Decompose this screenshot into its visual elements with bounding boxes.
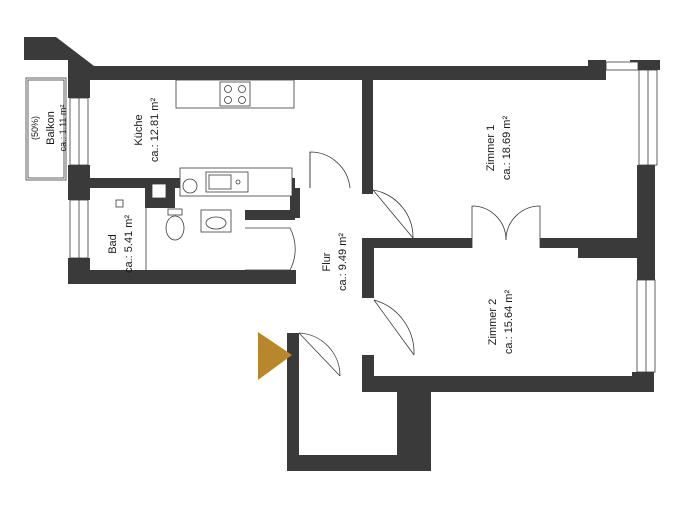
- stove-burner-icon: [224, 96, 232, 104]
- wall-zimmer1-mid-vertical: [362, 184, 373, 194]
- balkon-name: Balkon: [45, 111, 57, 145]
- wall-zimmer2-bottom: [368, 376, 654, 392]
- door-zimmer2: [373, 299, 415, 356]
- balcony-floor: [27, 79, 65, 179]
- wall-left-lower: [68, 165, 90, 200]
- zimmer1-name: Zimmer 1: [485, 125, 497, 171]
- label-bad: Bad ca.: 5.41 m²: [107, 215, 135, 273]
- label-zimmer1: Zimmer 1 ca.: 18.69 m²: [485, 116, 513, 181]
- dishwasher-icon: [182, 178, 198, 194]
- kueche-area: ca.: 12.81 m²: [149, 98, 161, 163]
- wall-zimmer1-bottom-c: [578, 238, 638, 258]
- wall-zimmer1-bottom-a: [362, 238, 472, 248]
- wall-notch-inner: [397, 392, 415, 455]
- wall-bottom: [287, 455, 431, 471]
- door-kitchen: [309, 151, 351, 189]
- label-kueche: Küche ca.: 12.81 m²: [133, 98, 161, 163]
- wall-flur-zimmer2: [362, 238, 374, 298]
- stove-burner-icon: [238, 96, 246, 104]
- wall-bath-right: [245, 210, 295, 220]
- wall-bottom-notch-right: [415, 376, 431, 471]
- window-corner-top: [605, 61, 639, 71]
- wall-top: [68, 66, 603, 80]
- zimmer1-area: ca.: 18.69 m²: [501, 116, 513, 181]
- wall-left-kitchen: [68, 80, 90, 98]
- wall-flur-left: [287, 333, 299, 471]
- bath-small-square: [115, 199, 124, 208]
- bad-name: Bad: [107, 234, 119, 254]
- wall-right-top-corner: [630, 60, 660, 70]
- flur-area: ca.: 9.49 m²: [337, 233, 349, 291]
- kueche-name: Küche: [133, 114, 145, 145]
- stove-burner-icon: [238, 85, 246, 93]
- kitchen-fixtures: [151, 79, 295, 199]
- washbasin-bowl: [205, 216, 227, 230]
- label-zimmer2: Zimmer 2 ca.: 15.64 m²: [487, 290, 515, 355]
- balkon-note: (50%): [30, 116, 40, 140]
- doors: [245, 151, 541, 377]
- toilet-icon: [165, 215, 185, 241]
- wall-flur-bathdiv: [290, 188, 300, 218]
- wall-kitchen-zimmer1: [362, 80, 373, 187]
- toilet-tank: [167, 208, 183, 216]
- outer-walls: [68, 60, 660, 471]
- label-balkon: (50%) Balkon ca.: 1.11 m²: [30, 105, 68, 152]
- balcony-railing: [25, 77, 67, 181]
- door-bath: [245, 227, 296, 271]
- label-flur: Flur ca.: 9.49 m²: [321, 233, 349, 291]
- kitchen-sink-basin: [208, 174, 232, 190]
- door-double-right: [505, 205, 541, 248]
- wall-flur-zimmer2-lower: [362, 355, 374, 392]
- zimmer2-area: ca.: 15.64 m²: [503, 290, 515, 355]
- stove-burner-icon: [224, 85, 232, 93]
- wall-kitchen-bottom-a: [90, 178, 180, 188]
- door-zimmer1-flur: [372, 189, 414, 239]
- flur-name: Flur: [321, 252, 333, 271]
- sink-drain-icon: [235, 179, 241, 185]
- entrance-arrow-icon: [258, 332, 292, 380]
- wall-right-upper: [637, 165, 655, 280]
- stove: [219, 81, 251, 107]
- windows: [69, 61, 658, 373]
- bathroom-fixtures: [115, 199, 245, 270]
- door-entrance: [298, 332, 341, 377]
- wall-top-right-stub: [588, 60, 606, 80]
- balkon-area: ca.: 1.11 m²: [58, 105, 68, 152]
- bad-area: ca.: 5.41 m²: [123, 215, 135, 273]
- door-double-left: [471, 205, 507, 248]
- kitchen-sink: [205, 171, 249, 193]
- zimmer2-name: Zimmer 2: [487, 299, 499, 345]
- bath-shaft: [151, 183, 167, 199]
- wall-bath-bottom: [68, 270, 296, 284]
